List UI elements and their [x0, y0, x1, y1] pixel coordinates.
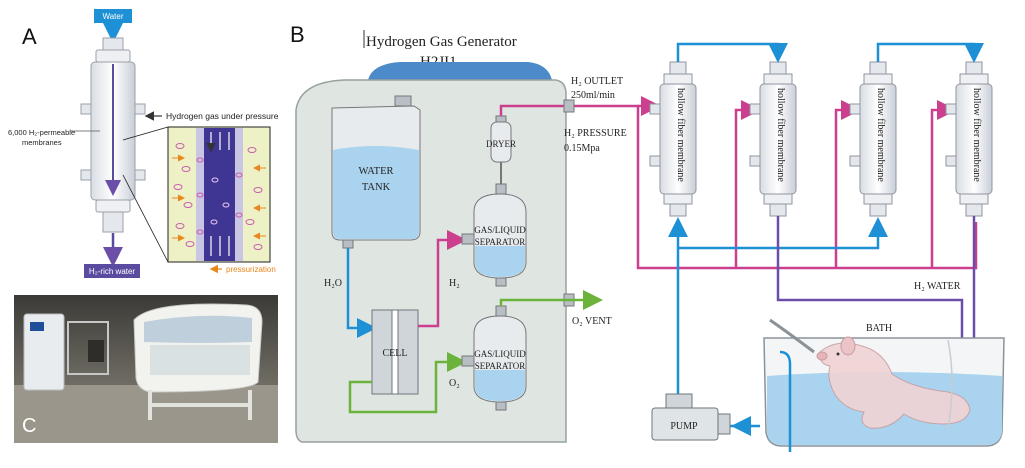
- o2-separator-label-2: SEPARATOR: [475, 361, 526, 371]
- pump-icon: [651, 393, 731, 441]
- o2-label: O₂: [449, 378, 460, 389]
- h2-to-module-4: [930, 100, 957, 268]
- water-label: Water: [102, 12, 123, 21]
- panel-a: A Water Hydrogen gas under pressure 6,00…: [8, 9, 279, 278]
- hollow-fiber-module-icon: hollow fiber membrane: [849, 61, 897, 217]
- bath-label: BATH: [866, 323, 892, 334]
- h2-to-module-3: [834, 100, 861, 268]
- panel-b-letter: B: [290, 22, 305, 47]
- h2-flow-line: [418, 230, 467, 328]
- h2-outlet-port: [563, 99, 575, 113]
- o2-separator-label-1: GAS/LIQUID: [474, 349, 526, 359]
- water-link-1-2: [676, 42, 788, 63]
- h2-separator-label-2: SEPARATOR: [475, 237, 526, 247]
- panel-c-letter: C: [22, 415, 36, 437]
- module-2-label: hollow fiber membrane: [775, 88, 786, 182]
- bath-outlet-line: [779, 350, 792, 394]
- separator-icon: [461, 305, 527, 411]
- module-1-label: hollow fiber membrane: [675, 88, 686, 182]
- h2-rich-water-box: [84, 264, 140, 278]
- h2-label: H₂: [449, 278, 460, 289]
- pressure-value-label: 0.15Mpa: [564, 143, 600, 154]
- generator-top-cap: [368, 62, 552, 80]
- separator-icon: [461, 183, 527, 287]
- o2-vent-line: [499, 290, 603, 310]
- water-tank-label-1: WATER: [359, 166, 394, 177]
- generator-title: Hydrogen Gas Generator: [366, 34, 517, 50]
- water-tank-icon: [331, 95, 421, 249]
- dryer-icon: [490, 115, 512, 184]
- flow-rate-label: 250ml/min: [571, 90, 615, 101]
- hollow-fiber-module-icon: hollow fiber membrane: [649, 61, 697, 217]
- h2-to-module-2: [734, 100, 761, 268]
- panel-b: B Hydrogen Gas Generator H2JI1 WATER TAN…: [290, 22, 1005, 452]
- water-tank-label-2: TANK: [362, 182, 391, 193]
- water-link-3-4: [876, 42, 984, 63]
- electrolysis-cell-icon: [371, 309, 419, 395]
- h2-rich-water-label: H₂-rich water: [89, 267, 136, 276]
- membranes-label-1: 6,000 H₂-permeable: [8, 128, 75, 137]
- tub-reflection: [947, 339, 953, 431]
- h2-outlet-line: [499, 104, 978, 270]
- o2-vent-label: O₂ VENT: [572, 316, 612, 327]
- h2-water-label: H₂ WATER: [914, 281, 961, 292]
- pig-icon: [816, 336, 971, 429]
- water-to-module-3-line: [678, 217, 888, 250]
- hollow-fiber-module-icon: hollow fiber membrane: [749, 61, 797, 217]
- hollow-fiber-module-icon: hollow fiber membrane: [945, 61, 993, 217]
- membrane-inset: [167, 126, 271, 263]
- ventilator-tube: [769, 318, 815, 354]
- panel-c-photo: C: [14, 295, 278, 443]
- module-3-label: hollow fiber membrane: [875, 88, 886, 182]
- h2-separator-label-1: GAS/LIQUID: [474, 225, 526, 235]
- o2-flow-line: [348, 352, 467, 414]
- hollow-fiber-module-icon: [80, 37, 146, 233]
- water-inlet-box: [94, 9, 132, 23]
- pressurization-label: pressurization: [226, 265, 276, 274]
- membranes-label-2: membranes: [22, 138, 62, 147]
- h2-outlet-label: H₂ OUTLET: [571, 76, 623, 87]
- module-4-label: hollow fiber membrane: [971, 88, 982, 182]
- cell-label: CELL: [383, 348, 408, 359]
- zoom-line-top: [122, 126, 169, 141]
- hydrogen-gas-label: Hydrogen gas under pressure: [166, 111, 279, 121]
- pump-label: PUMP: [670, 421, 698, 432]
- h2o-label: H₂O: [324, 278, 342, 289]
- h2-pressure-label: H₂ PRESSURE: [564, 128, 627, 139]
- zoom-line-bottom: [122, 174, 169, 263]
- dryer-label: DRYER: [486, 139, 516, 149]
- panel-a-letter: A: [22, 24, 37, 49]
- h2o-flow-line: [346, 248, 377, 338]
